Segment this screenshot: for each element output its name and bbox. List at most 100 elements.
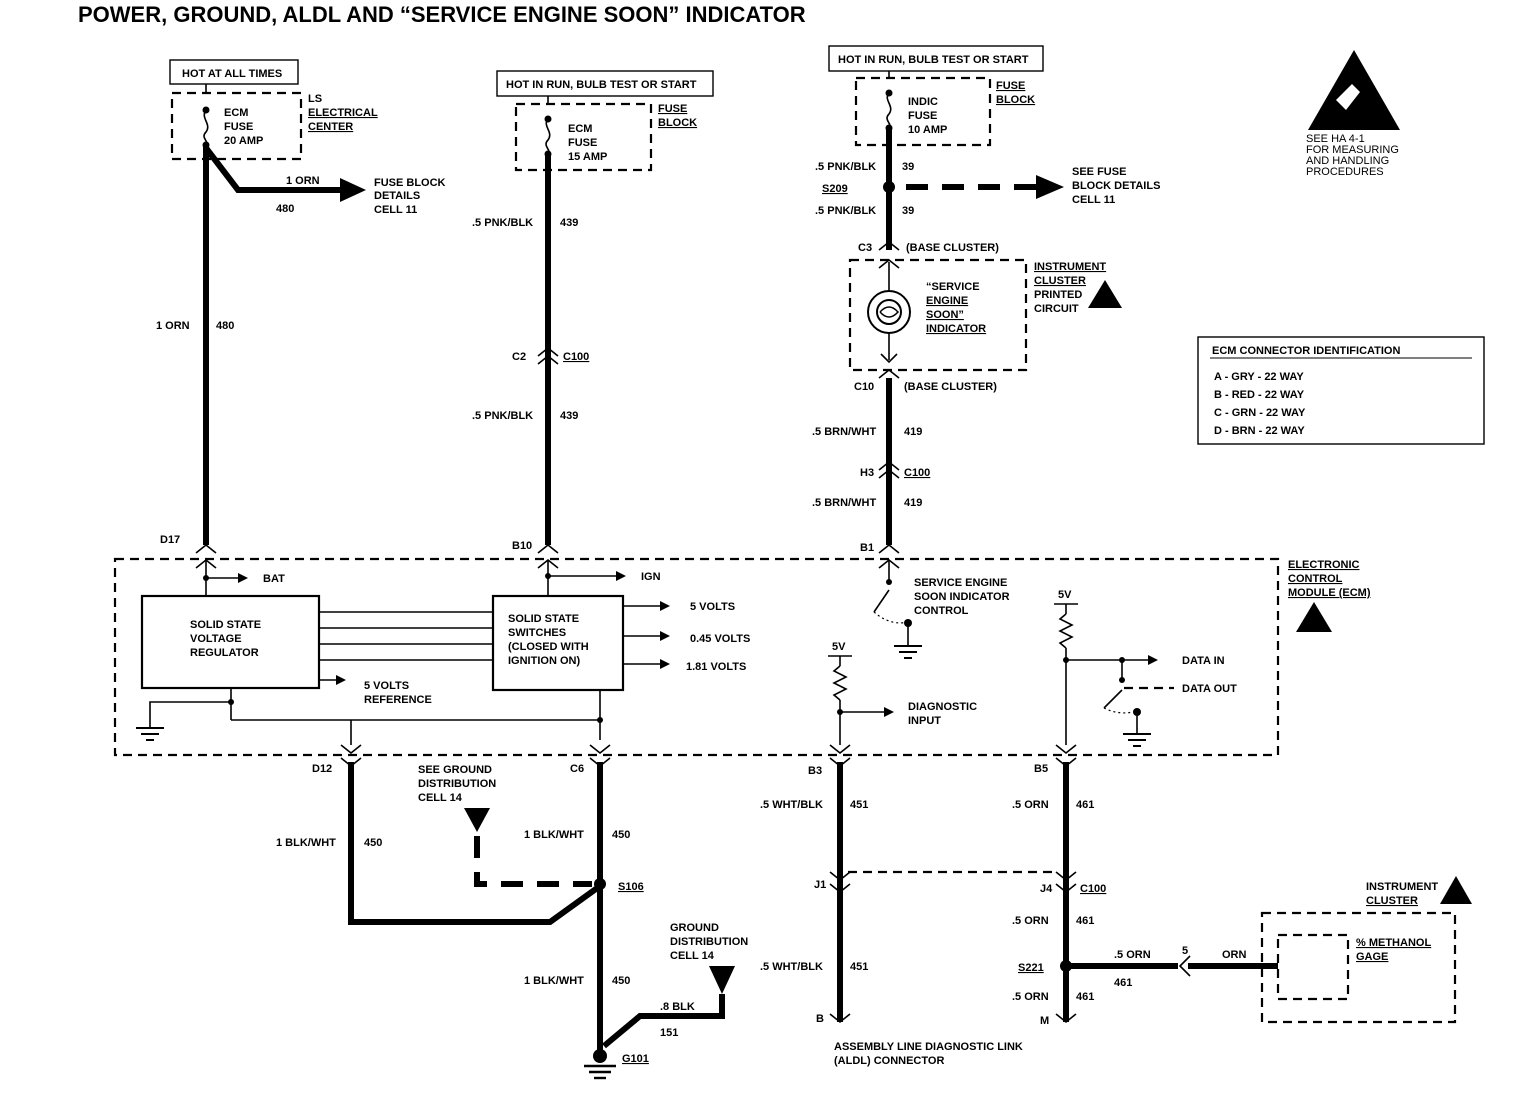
svg-text:LS: LS — [308, 93, 322, 105]
svg-text:1 ORN: 1 ORN — [286, 175, 320, 187]
svg-text:5V: 5V — [1058, 589, 1072, 601]
svg-text:PROCEDURES: PROCEDURES — [1306, 166, 1384, 178]
svg-text:151: 151 — [660, 1027, 678, 1039]
svg-text:419: 419 — [904, 497, 922, 509]
wire-450-d12 — [348, 762, 602, 925]
ecm-fuse-15-amp: ECM FUSE 15 AMP FUSE BLOCK — [514, 96, 697, 172]
esd-warning-icon-small — [1088, 280, 1122, 308]
svg-text:C3: C3 — [858, 242, 872, 254]
svg-text:20 AMP: 20 AMP — [224, 135, 263, 147]
svg-text:H3: H3 — [860, 467, 874, 479]
svg-text:MODULE (ECM): MODULE (ECM) — [1288, 587, 1371, 599]
svg-text:.5 PNK/BLK: .5 PNK/BLK — [472, 217, 533, 229]
svg-text:FUSE: FUSE — [908, 110, 937, 122]
svg-text:ELECTRICAL: ELECTRICAL — [308, 107, 378, 119]
svg-text:450: 450 — [612, 829, 630, 841]
svg-text:.5 PNK/BLK: .5 PNK/BLK — [472, 410, 533, 422]
wire-151 — [602, 994, 725, 1049]
svg-text:5 VOLTS: 5 VOLTS — [364, 680, 409, 692]
svg-text:480: 480 — [216, 320, 234, 332]
svg-text:(BASE CLUSTER): (BASE CLUSTER) — [904, 381, 997, 393]
svg-text:PRINTED: PRINTED — [1034, 289, 1082, 301]
svg-text:461: 461 — [1076, 991, 1094, 1003]
svg-text:A - GRY - 22 WAY: A - GRY - 22 WAY — [1214, 371, 1304, 383]
svg-text:INPUT: INPUT — [908, 715, 941, 727]
svg-text:1 BLK/WHT: 1 BLK/WHT — [524, 975, 584, 987]
svg-text:“SERVICE: “SERVICE — [926, 281, 980, 293]
svg-text:1 BLK/WHT: 1 BLK/WHT — [524, 829, 584, 841]
svg-text:FUSE: FUSE — [658, 103, 687, 115]
svg-text:REGULATOR: REGULATOR — [190, 647, 259, 659]
svg-text:FUSE: FUSE — [996, 80, 1025, 92]
svg-text:15 AMP: 15 AMP — [568, 151, 607, 163]
solid-state-switches — [491, 594, 625, 692]
ecm-fuse-20-amp: ECM FUSE 20 AMP LS ELECTRICAL CENTER — [170, 84, 378, 161]
svg-text:C10: C10 — [854, 381, 874, 393]
methanol-gage — [1276, 933, 1350, 1001]
esd-warning-icon-cluster — [1440, 876, 1472, 904]
svg-text:0.45 VOLTS: 0.45 VOLTS — [690, 633, 750, 645]
splice-s209 — [883, 181, 895, 193]
svg-text:439: 439 — [560, 410, 578, 422]
svg-text:B1: B1 — [860, 542, 874, 554]
svg-text:G101: G101 — [622, 1053, 649, 1065]
service-engine-soon-indicator-icon — [867, 290, 911, 334]
svg-text:INSTRUMENT: INSTRUMENT — [1034, 261, 1106, 273]
svg-text:D17: D17 — [160, 534, 180, 546]
svg-text:.5 ORN: .5 ORN — [1012, 991, 1049, 1003]
svg-text:461: 461 — [1114, 977, 1132, 989]
svg-text:IGN: IGN — [641, 571, 661, 583]
svg-text:INSTRUMENT: INSTRUMENT — [1366, 881, 1438, 893]
svg-text:C2: C2 — [512, 351, 526, 363]
svg-text:(ALDL) CONNECTOR: (ALDL) CONNECTOR — [834, 1055, 944, 1067]
svg-text:CLUSTER: CLUSTER — [1366, 895, 1418, 907]
source-hot-at-all-times: HOT AT ALL TIMES — [169, 59, 299, 85]
svg-text:C100: C100 — [904, 467, 930, 479]
svg-text:FUSE: FUSE — [568, 137, 597, 149]
svg-text:5V: 5V — [832, 641, 846, 653]
svg-text:5 VOLTS: 5 VOLTS — [690, 601, 735, 613]
svg-text:CENTER: CENTER — [308, 121, 353, 133]
source-hot-in-run-2: HOT IN RUN, BULB TEST OR START — [828, 45, 1044, 72]
splice-s106 — [594, 878, 606, 890]
svg-text:B3: B3 — [808, 765, 822, 777]
svg-text:.5 WHT/BLK: .5 WHT/BLK — [760, 799, 823, 811]
svg-text:CELL 14: CELL 14 — [418, 792, 463, 804]
svg-text:CONTROL: CONTROL — [1288, 573, 1343, 585]
svg-text:.8 BLK: .8 BLK — [660, 1001, 695, 1013]
svg-text:1.81 VOLTS: 1.81 VOLTS — [686, 661, 746, 673]
svg-text:C - GRN - 22 WAY: C - GRN - 22 WAY — [1214, 407, 1306, 419]
indic-fuse-10-amp: INDIC FUSE 10 AMP FUSE BLOCK — [854, 71, 1035, 147]
svg-text:DETAILS: DETAILS — [374, 190, 420, 202]
svg-text:B5: B5 — [1034, 763, 1048, 775]
svg-text:D - BRN - 22 WAY: D - BRN - 22 WAY — [1214, 425, 1305, 437]
instrument-cluster — [1260, 911, 1457, 1024]
svg-text:S106: S106 — [618, 881, 644, 893]
svg-text:439: 439 — [560, 217, 578, 229]
svg-text:SOON INDICATOR: SOON INDICATOR — [914, 591, 1010, 603]
svg-text:M: M — [1040, 1015, 1049, 1027]
svg-text:ECM CONNECTOR IDENTIFICATION: ECM CONNECTOR IDENTIFICATION — [1212, 345, 1400, 357]
svg-text:CELL 11: CELL 11 — [1072, 194, 1115, 206]
svg-text:INDIC: INDIC — [908, 96, 938, 108]
svg-text:39: 39 — [902, 161, 914, 173]
svg-text:ASSEMBLY LINE DIAGNOSTIC LINK: ASSEMBLY LINE DIAGNOSTIC LINK — [834, 1041, 1023, 1053]
svg-text:SEE FUSE: SEE FUSE — [1072, 166, 1126, 178]
source-hot-in-run-1: HOT IN RUN, BULB TEST OR START — [496, 70, 714, 97]
svg-text:S209: S209 — [822, 183, 848, 195]
svg-text:39: 39 — [902, 205, 914, 217]
svg-text:CELL 14: CELL 14 — [670, 950, 715, 962]
svg-text:.5 WHT/BLK: .5 WHT/BLK — [760, 961, 823, 973]
svg-text:1 ORN: 1 ORN — [156, 320, 190, 332]
svg-text:J4: J4 — [1040, 883, 1053, 895]
svg-text:.5 ORN: .5 ORN — [1012, 799, 1049, 811]
svg-text:C6: C6 — [570, 763, 584, 775]
svg-text:B10: B10 — [512, 540, 532, 552]
svg-text:(CLOSED WITH: (CLOSED WITH — [508, 641, 589, 653]
svg-text:CONTROL: CONTROL — [914, 605, 969, 617]
svg-text:J1: J1 — [814, 879, 826, 891]
svg-text:.5 PNK/BLK: .5 PNK/BLK — [815, 161, 876, 173]
ecm-connector-identification: ECM CONNECTOR IDENTIFICATION A - GRY - 2… — [1197, 336, 1485, 445]
instrument-cluster-printed-circuit — [848, 258, 1028, 372]
